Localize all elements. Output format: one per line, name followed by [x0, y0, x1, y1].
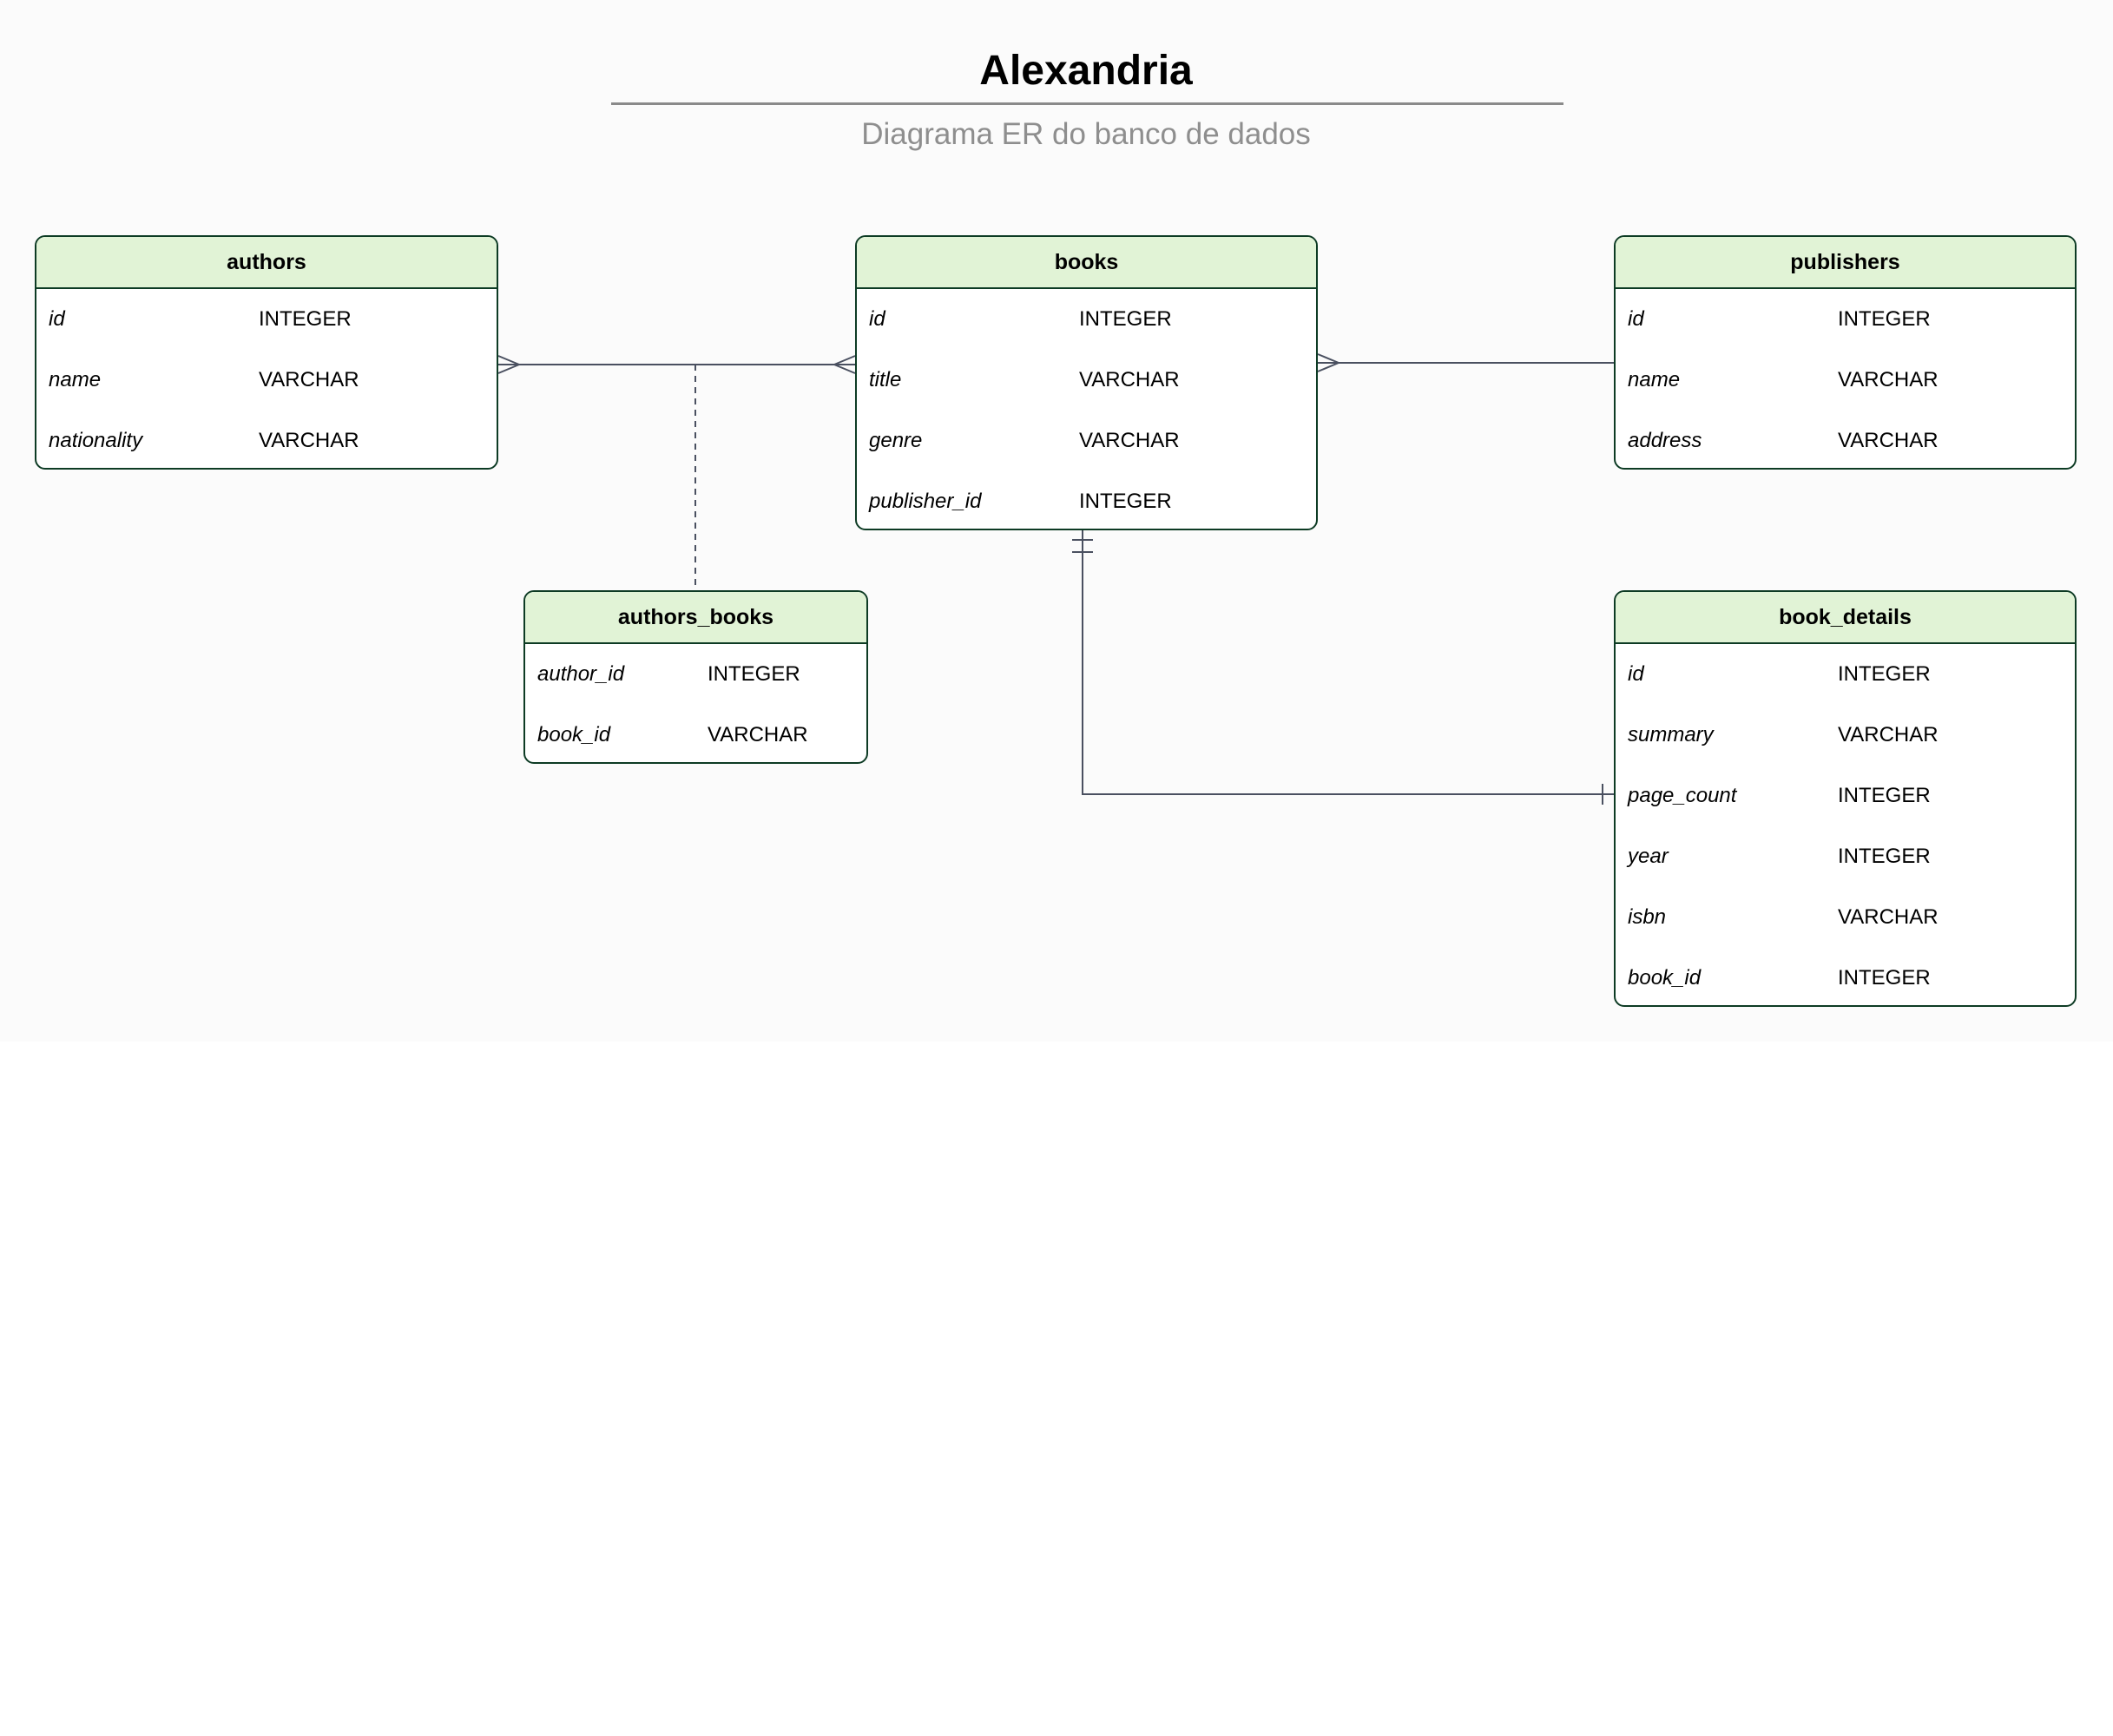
attribute-type: INTEGER [259, 307, 352, 331]
attribute-type: VARCHAR [1838, 429, 1939, 452]
rel-line-books-book-details [1082, 530, 1614, 795]
crowfoot-many-books-publishers [1317, 353, 1340, 372]
cardinality-exactly-one-books [1072, 539, 1093, 553]
attribute-name: book_id [537, 723, 611, 746]
attribute-row: author_id INTEGER [525, 644, 866, 705]
attribute-row: isbn VARCHAR [1616, 887, 2075, 948]
attribute-name: genre [869, 429, 923, 452]
relationship-layer [497, 353, 1614, 805]
attribute-type: VARCHAR [1838, 368, 1939, 391]
attribute-name: isbn [1628, 905, 1667, 929]
attribute-row: id INTEGER [857, 289, 1316, 350]
crowfoot-many-books-side [833, 355, 856, 374]
attribute-name: name [1628, 368, 1681, 391]
attribute-name: page_count [1628, 784, 1737, 807]
attribute-row: genre VARCHAR [857, 411, 1316, 471]
attribute-type: INTEGER [1079, 307, 1172, 331]
attribute-row: nationality VARCHAR [36, 411, 497, 468]
attribute-row: title VARCHAR [857, 350, 1316, 411]
attribute-type: INTEGER [1838, 784, 1931, 807]
entity-authors-books-header: authors_books [525, 592, 866, 644]
entity-publishers[interactable]: publishers id INTEGER name VARCHAR addre… [1614, 235, 2077, 470]
attribute-name: id [1628, 662, 1644, 686]
attribute-name: title [869, 368, 902, 391]
crowfoot-many-authors-side [497, 355, 520, 374]
attribute-name: summary [1628, 723, 1714, 746]
title-divider [611, 102, 1563, 105]
entity-book-details[interactable]: book_details id INTEGER summary VARCHAR … [1614, 590, 2077, 1007]
entity-authors-header: authors [36, 237, 497, 289]
attribute-name: publisher_id [869, 490, 982, 513]
attribute-name: id [869, 307, 885, 331]
attribute-row: book_id VARCHAR [525, 705, 866, 762]
entity-authors[interactable]: authors id INTEGER name VARCHAR national… [35, 235, 498, 470]
attribute-row: id INTEGER [1616, 644, 2075, 705]
attribute-type: INTEGER [1838, 307, 1931, 331]
entity-publishers-header: publishers [1616, 237, 2075, 289]
attribute-name: author_id [537, 662, 625, 686]
attribute-row: id INTEGER [36, 289, 497, 350]
attribute-row: page_count INTEGER [1616, 766, 2075, 826]
attribute-type: VARCHAR [1838, 905, 1939, 929]
attribute-type: VARCHAR [1079, 368, 1180, 391]
attribute-type: VARCHAR [259, 429, 359, 452]
attribute-type: INTEGER [1079, 490, 1172, 513]
attribute-type: INTEGER [1838, 662, 1931, 686]
attribute-type: INTEGER [1838, 845, 1931, 868]
attribute-name: year [1628, 845, 1669, 868]
diagram-canvas: Alexandria Diagrama ER do banco de dados… [35, 48, 2077, 1007]
attribute-type: VARCHAR [259, 368, 359, 391]
attribute-row: name VARCHAR [36, 350, 497, 411]
entity-books[interactable]: books id INTEGER title VARCHAR genre VAR… [855, 235, 1318, 530]
entity-book-details-header: book_details [1616, 592, 2075, 644]
attribute-name: book_id [1628, 966, 1702, 990]
attribute-type: VARCHAR [1079, 429, 1180, 452]
attribute-name: id [1628, 307, 1644, 331]
attribute-row: book_id INTEGER [1616, 948, 2075, 1005]
attribute-name: nationality [49, 429, 143, 452]
attribute-row: year INTEGER [1616, 826, 2075, 887]
page-title: Alexandria [979, 48, 1193, 94]
attribute-name: name [49, 368, 102, 391]
attribute-name: address [1628, 429, 1702, 452]
attribute-type: VARCHAR [1838, 723, 1939, 746]
attribute-row: address VARCHAR [1616, 411, 2075, 468]
entity-authors-books[interactable]: authors_books author_id INTEGER book_id … [523, 590, 868, 764]
attribute-type: VARCHAR [708, 723, 808, 746]
entity-books-header: books [857, 237, 1316, 289]
attribute-row: summary VARCHAR [1616, 705, 2075, 766]
attribute-row: id INTEGER [1616, 289, 2075, 350]
page-subtitle: Diagrama ER do banco de dados [861, 117, 1311, 151]
attribute-type: INTEGER [1838, 966, 1931, 990]
attribute-type: INTEGER [708, 662, 800, 686]
attribute-row: publisher_id INTEGER [857, 471, 1316, 529]
attribute-row: name VARCHAR [1616, 350, 2075, 411]
attribute-name: id [49, 307, 65, 331]
